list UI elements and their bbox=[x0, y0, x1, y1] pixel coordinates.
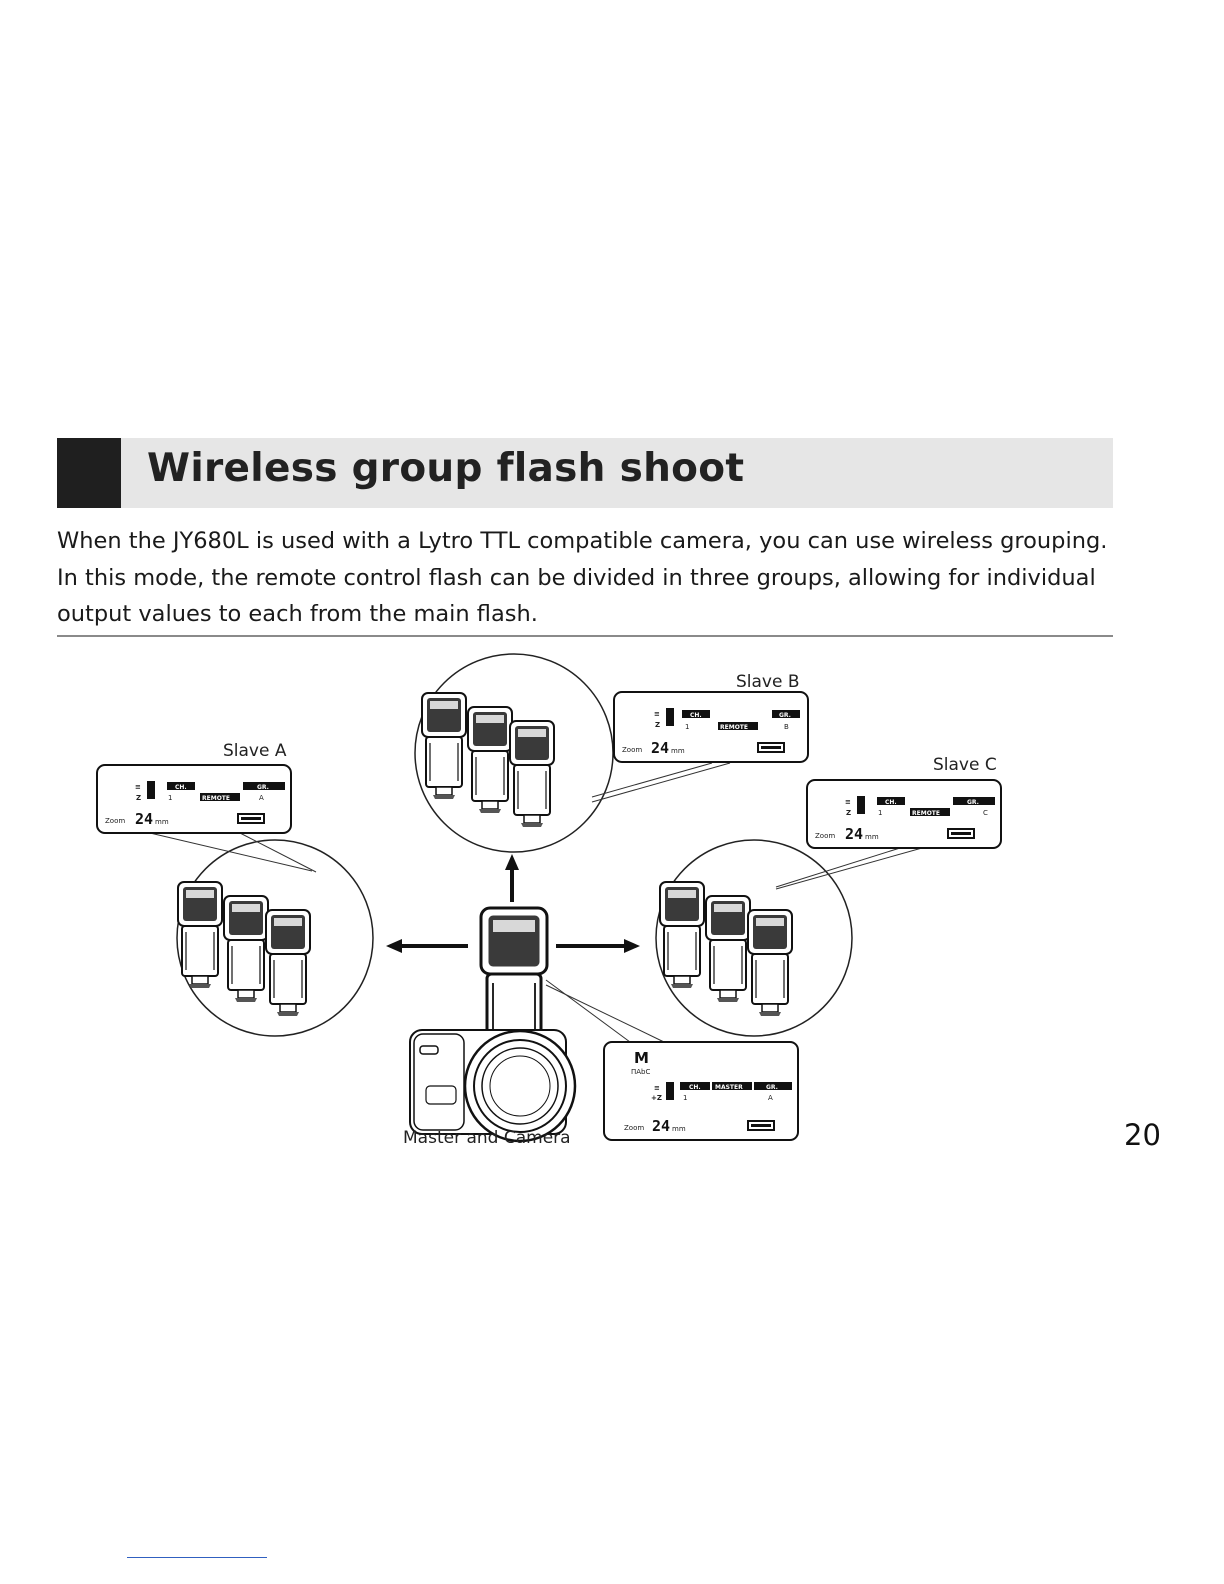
lcd-group: A bbox=[768, 1094, 773, 1102]
footer-link-underline bbox=[127, 1557, 267, 1558]
lcd-gr-tag: GR. bbox=[779, 712, 791, 719]
section-header: Wireless group flash shoot bbox=[57, 438, 1113, 508]
lcd-zoom-label: Zoom bbox=[815, 832, 835, 840]
lcd-zoom-label: Zoom bbox=[624, 1124, 644, 1132]
lcd-zoom-value: 24 bbox=[651, 739, 669, 757]
lcd-zoom-unit: mm bbox=[672, 1125, 686, 1133]
lcd-ch-tag: CH. bbox=[885, 799, 897, 806]
lcd-zoom-unit: mm bbox=[671, 747, 685, 755]
lcd-channel: 1 bbox=[168, 794, 172, 802]
lcd-zoom-value: 24 bbox=[652, 1117, 670, 1135]
lcd-mode-sub: ПAbC bbox=[631, 1068, 650, 1076]
svg-text:Z: Z bbox=[136, 794, 141, 802]
intro-paragraph: When the JY680L is used with a Lytro TTL… bbox=[57, 523, 1117, 633]
lcd-gr-tag: GR. bbox=[967, 799, 979, 806]
lcd-group: B bbox=[784, 723, 789, 731]
lcd-zoom-unit: mm bbox=[865, 833, 879, 841]
lcd-ch-tag: CH. bbox=[175, 784, 187, 791]
lcd-master-tag: MASTER bbox=[715, 1084, 743, 1091]
svg-text:≡: ≡ bbox=[654, 710, 660, 718]
header-marker-block bbox=[57, 438, 121, 508]
lcd-remote-tag: REMOTE bbox=[720, 724, 748, 731]
section-divider bbox=[57, 635, 1113, 637]
svg-text:Z: Z bbox=[846, 809, 851, 817]
lcd-channel: 1 bbox=[878, 809, 882, 817]
lcd-zoom-unit: mm bbox=[155, 818, 169, 826]
lcd-group: C bbox=[983, 809, 988, 817]
slave-a-group: Slave A ≡ Z CH. GR. 1 REMOTE A Zoom 24 m… bbox=[96, 741, 374, 1037]
lcd-remote-tag: REMOTE bbox=[912, 810, 940, 817]
svg-text:+Z: +Z bbox=[651, 1094, 662, 1102]
master-label: Master and Camera bbox=[403, 1128, 571, 1148]
lcd-zoom-label: Zoom bbox=[105, 817, 125, 825]
page-number: 20 bbox=[1124, 1118, 1161, 1152]
slave-b-label: Slave B bbox=[736, 672, 800, 692]
slave-b-group: Slave B ≡ Z CH. GR. 1 REMOTE B Zoom 24 m… bbox=[414, 653, 809, 853]
wireless-group-diagram: Slave B ≡ Z CH. GR. 1 REMOTE B Zoom 24 m… bbox=[96, 653, 1002, 1148]
svg-text:≡: ≡ bbox=[654, 1084, 660, 1092]
lcd-gr-tag: GR. bbox=[257, 784, 269, 791]
lcd-gr-tag: GR. bbox=[766, 1084, 778, 1091]
lcd-ch-tag: CH. bbox=[690, 712, 702, 719]
lcd-ch-tag: CH. bbox=[689, 1084, 701, 1091]
lcd-group: A bbox=[259, 794, 264, 802]
intro-line-1: When the JY680L is used with a Lytro TTL… bbox=[57, 528, 1108, 554]
lcd-remote-tag: REMOTE bbox=[202, 795, 230, 802]
slave-c-label: Slave C bbox=[933, 755, 997, 775]
lcd-channel: 1 bbox=[685, 723, 689, 731]
svg-text:≡: ≡ bbox=[845, 798, 851, 806]
svg-text:Z: Z bbox=[655, 721, 660, 729]
lcd-zoom-value: 24 bbox=[845, 825, 863, 843]
slave-a-label: Slave A bbox=[223, 741, 287, 761]
direction-arrows bbox=[386, 854, 640, 953]
svg-text:≡: ≡ bbox=[135, 783, 141, 791]
lcd-mode: M bbox=[634, 1049, 649, 1067]
lcd-zoom-value: 24 bbox=[135, 810, 153, 828]
master-and-camera: Master and Camera bbox=[403, 906, 665, 1148]
lcd-zoom-label: Zoom bbox=[622, 746, 642, 754]
intro-line-3: output values to each from the main flas… bbox=[57, 601, 538, 627]
lcd-channel: 1 bbox=[683, 1094, 687, 1102]
section-title: Wireless group flash shoot bbox=[147, 446, 745, 491]
slave-c-group: Slave C ≡ Z CH. GR. 1 REMOTE C Zoom 24 m… bbox=[655, 755, 1002, 1037]
master-lcd: M ПAbC ≡ +Z CH. MASTER GR. 1 A Zoom 24 m… bbox=[603, 1041, 799, 1141]
intro-line-2: In this mode, the remote control flash c… bbox=[57, 564, 1096, 591]
